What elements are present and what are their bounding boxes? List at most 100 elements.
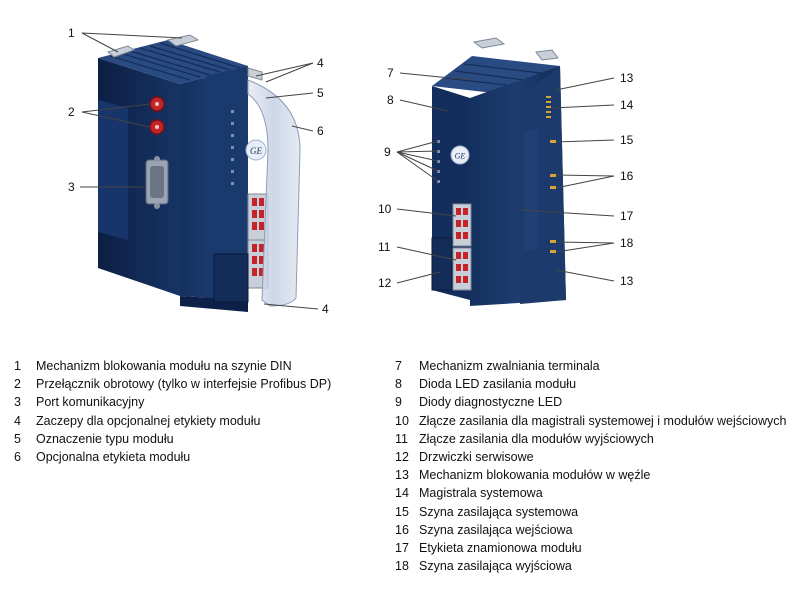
legend-text: Mechanizm blokowania modułu na szynie DI… — [36, 359, 292, 373]
callout-numbers: 1 2 3 4 5 6 4 7 8 9 10 11 12 13 14 15 16… — [68, 26, 634, 316]
ge-logo-icon: GE — [245, 139, 267, 161]
legend-item: 15 Szyna zasilająca systemowa — [395, 503, 787, 521]
callout-2: 2 — [68, 105, 75, 119]
legend-text: Szyna zasilająca wejściowa — [419, 522, 573, 537]
svg-text:GE: GE — [250, 146, 262, 156]
legend-number: 12 — [395, 450, 409, 465]
callout-12: 12 — [378, 276, 392, 290]
legend-text: Port komunikacyjny — [36, 395, 145, 410]
callout-17: 17 — [620, 209, 634, 223]
legend-number: 6 — [14, 450, 21, 465]
legend-number: 18 — [395, 559, 409, 574]
callout-13-bottom: 13 — [620, 274, 634, 288]
rear-clips — [472, 37, 559, 61]
callout-1: 1 — [68, 26, 75, 40]
callout-18: 18 — [620, 236, 634, 250]
legend-number: 16 — [395, 522, 409, 537]
callout-6: 6 — [317, 124, 324, 138]
module-top-surface — [98, 40, 248, 84]
front-face-panel — [206, 66, 248, 300]
callout-7: 7 — [387, 66, 394, 80]
legend-number: 7 — [395, 359, 402, 373]
nameplate-area — [524, 130, 538, 250]
top-ribs — [109, 42, 241, 81]
legend-item: 8 Dioda LED zasilania modułu — [395, 375, 787, 393]
rear-terminal-block-lower — [452, 247, 472, 291]
legend-left: 1 Mechanizm blokowania modułu na szynie D… — [14, 357, 331, 466]
legend-item: 7 Mechanizm zwalniania terminala — [395, 357, 787, 375]
legend-text: Magistrala systemowa — [419, 486, 543, 501]
legend-right: 7 Mechanizm zwalniania terminala 8 Dioda L… — [395, 357, 787, 575]
callout-3: 3 — [68, 180, 75, 194]
legend-text: Zaczepy dla opcjonalnej etykiety modułu — [36, 413, 261, 428]
dsub-port-icon — [145, 156, 169, 209]
legend-number: 14 — [395, 486, 409, 501]
legend-number: 11 — [395, 431, 408, 446]
legend-text: Mechanizm zwalniania terminala — [419, 359, 600, 373]
legend-text: Drzwiczki serwisowe — [419, 450, 534, 465]
legend-item: 11 Złącze zasilania dla modułów wyjściowy… — [395, 430, 787, 448]
svg-text:GE: GE — [455, 152, 466, 161]
module-diagram: GE — [68, 26, 634, 316]
callout-13-top: 13 — [620, 71, 634, 85]
callout-10: 10 — [378, 202, 392, 216]
legend-text: Złącze zasilania dla magistrali systemow… — [419, 413, 787, 428]
callout-15: 15 — [620, 133, 634, 147]
legend-text: Oznaczenie typu modułu — [36, 431, 174, 446]
rear-terminal-block-upper — [452, 203, 472, 247]
legend-number: 15 — [395, 504, 409, 519]
legend-number: 9 — [395, 395, 402, 410]
legend-number: 5 — [14, 431, 21, 446]
din-rail-clip-icon — [106, 34, 263, 81]
legend-item: 9 Diody diagnostyczne LED — [395, 393, 787, 411]
legend-number: 8 — [395, 377, 402, 392]
diagnostic-leds — [437, 140, 440, 183]
left-face-step — [98, 100, 128, 240]
callout-11: 11 — [378, 240, 391, 254]
module-front-view: GE — [98, 34, 301, 312]
legend-item: 16 Szyna zasilająca wejściowa — [395, 521, 787, 539]
legend-number: 1 — [14, 359, 21, 373]
legend-number: 3 — [14, 395, 21, 410]
rotary-switch-icon — [149, 96, 165, 135]
legend-text: Etykieta znamionowa modułu — [419, 541, 582, 556]
callout-16: 16 — [620, 169, 634, 183]
rear-service-door — [431, 237, 453, 291]
service-door — [213, 253, 249, 303]
system-bus-contacts — [546, 96, 551, 118]
ge-logo-icon-rear: GE — [450, 145, 470, 165]
callout-9: 9 — [384, 145, 391, 159]
legend-item: 6 Opcjonalna etykieta modułu — [14, 448, 331, 466]
legend-item: 12 Drzwiczki serwisowe — [395, 448, 787, 466]
legend-text: Szyna zasilająca systemowa — [419, 504, 579, 519]
legend-text: Złącze zasilania dla modułów wyjściowych — [419, 431, 654, 446]
legend-item: 14 Magistrala systemowa — [395, 484, 787, 502]
legend-text: Mechanizm blokowania modułów w węźle — [419, 468, 651, 483]
led-column — [231, 110, 234, 185]
legend-number: 17 — [395, 541, 409, 556]
legend-item: 17 Etykieta znamionowa modułu — [395, 539, 787, 557]
callout-14: 14 — [620, 98, 634, 112]
callout-4-top: 4 — [317, 56, 324, 70]
optional-module-label — [247, 79, 301, 307]
legend-number: 2 — [14, 377, 21, 392]
legend-item: 1 Mechanizm blokowania modułu na szynie D… — [14, 357, 331, 375]
module-rear-view: GE — [431, 37, 566, 306]
legend-number: 13 — [395, 468, 409, 483]
callout-8: 8 — [387, 93, 394, 107]
legend-text: Przełącznik obrotowy (tylko w interfejsi… — [36, 377, 332, 392]
legend-text: Dioda LED zasilania modułu — [419, 377, 577, 392]
legend-item: 5 Oznaczenie typu modułu — [14, 430, 331, 448]
power-rail-contacts — [550, 140, 556, 253]
callout-lines — [80, 32, 615, 310]
legend-item: 13 Mechanizm blokowania modułów w węźle — [395, 466, 787, 484]
legend-number: 10 — [395, 413, 409, 428]
legend-item: 10 Złącze zasilania dla magistrali system… — [395, 412, 787, 430]
callout-5: 5 — [317, 86, 324, 100]
legend-text: Opcjonalna etykieta modułu — [36, 450, 191, 465]
front-terminal-block-upper — [247, 193, 269, 241]
legend-item: 2 Przełącznik obrotowy (tylko w interfejs… — [14, 375, 331, 393]
legend-text: Diody diagnostyczne LED — [419, 395, 563, 410]
